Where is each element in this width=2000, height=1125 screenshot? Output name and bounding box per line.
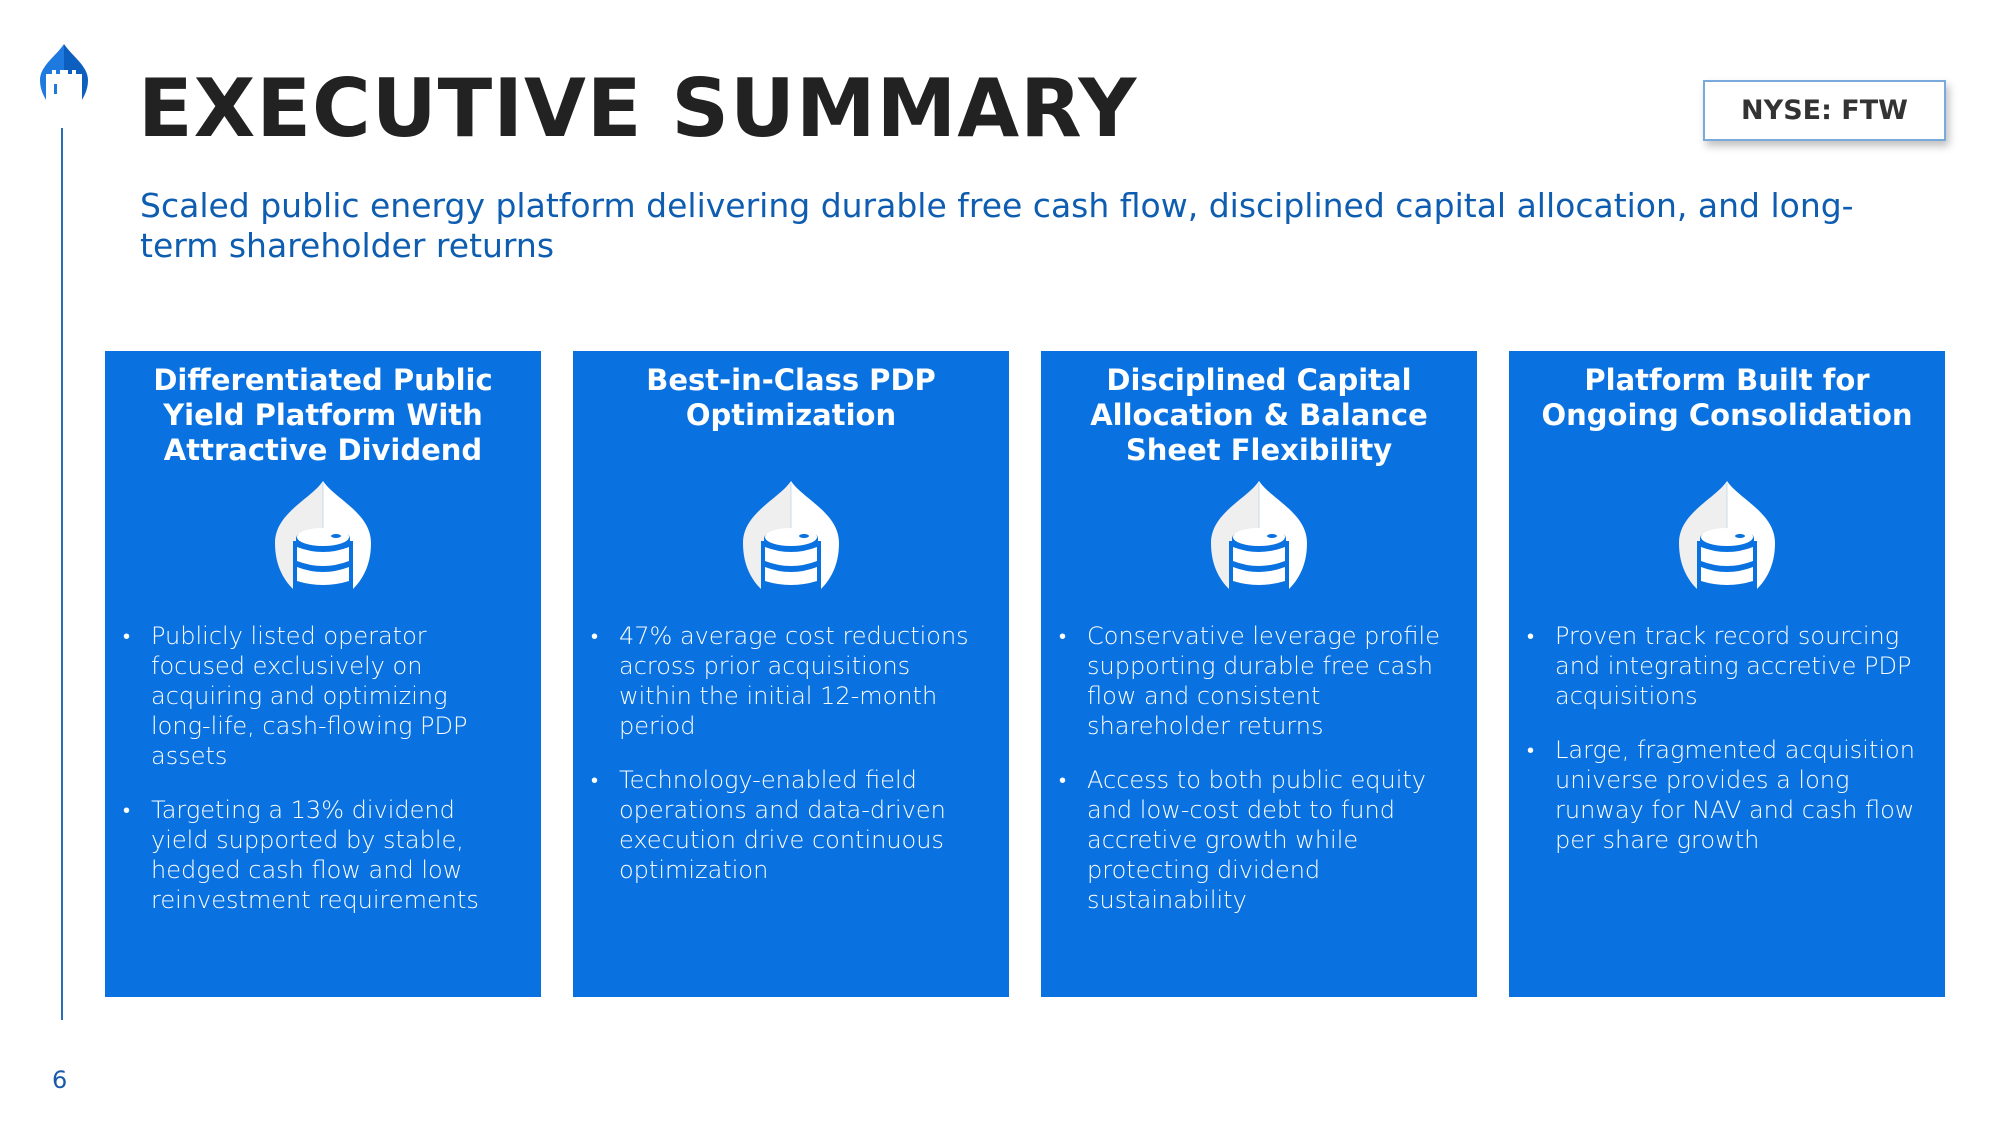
bullet-item: Targeting a 13% dividend yield supported… xyxy=(123,795,511,915)
bullet-item: Technology-enabled field operations and … xyxy=(591,765,979,885)
card-title: Platform Built for Ongoing Consolidation xyxy=(1541,363,1913,432)
bullet-list: Conservative leverage profile supporting… xyxy=(1041,591,1477,915)
ticker-badge: NYSE: FTW xyxy=(1703,80,1946,141)
pillar-card: Best-in-Class PDP Optimization 47% avera… xyxy=(573,351,1009,997)
bullet-item: Publicly listed operator focused exclusi… xyxy=(123,621,511,771)
page-title: EXECUTIVE SUMMARY xyxy=(138,62,1138,155)
bullet-list: 47% average cost reductions across prior… xyxy=(573,591,1009,885)
bullet-item: Access to both public equity and low-cos… xyxy=(1059,765,1447,915)
bullet-item: Large, fragmented acquisition universe p… xyxy=(1527,735,1915,855)
pillar-card: Differentiated Public Yield Platform Wit… xyxy=(105,351,541,997)
card-title: Disciplined Capital Allocation & Balance… xyxy=(1090,363,1428,467)
bullet-item: Conservative leverage profile supporting… xyxy=(1059,621,1447,741)
bullet-item: Proven track record sourcing and integra… xyxy=(1527,621,1915,711)
card-title: Differentiated Public Yield Platform Wit… xyxy=(153,363,493,467)
oil-barrel-drop-icon xyxy=(1679,481,1775,589)
bullet-item: 47% average cost reductions across prior… xyxy=(591,621,979,741)
oil-barrel-drop-icon xyxy=(275,481,371,589)
oil-barrel-drop-icon xyxy=(743,481,839,589)
page-subtitle: Scaled public energy platform delivering… xyxy=(140,186,1854,265)
pillar-card: Disciplined Capital Allocation & Balance… xyxy=(1041,351,1477,997)
page-number: 6 xyxy=(52,1066,68,1094)
bullet-list: Publicly listed operator focused exclusi… xyxy=(105,591,541,915)
pillar-card: Platform Built for Ongoing Consolidation… xyxy=(1509,351,1945,997)
vertical-divider xyxy=(61,128,63,1020)
bullet-list: Proven track record sourcing and integra… xyxy=(1509,591,1945,855)
oil-barrel-drop-icon xyxy=(1211,481,1307,589)
card-title: Best-in-Class PDP Optimization xyxy=(646,363,936,432)
company-logo-icon xyxy=(40,44,88,100)
